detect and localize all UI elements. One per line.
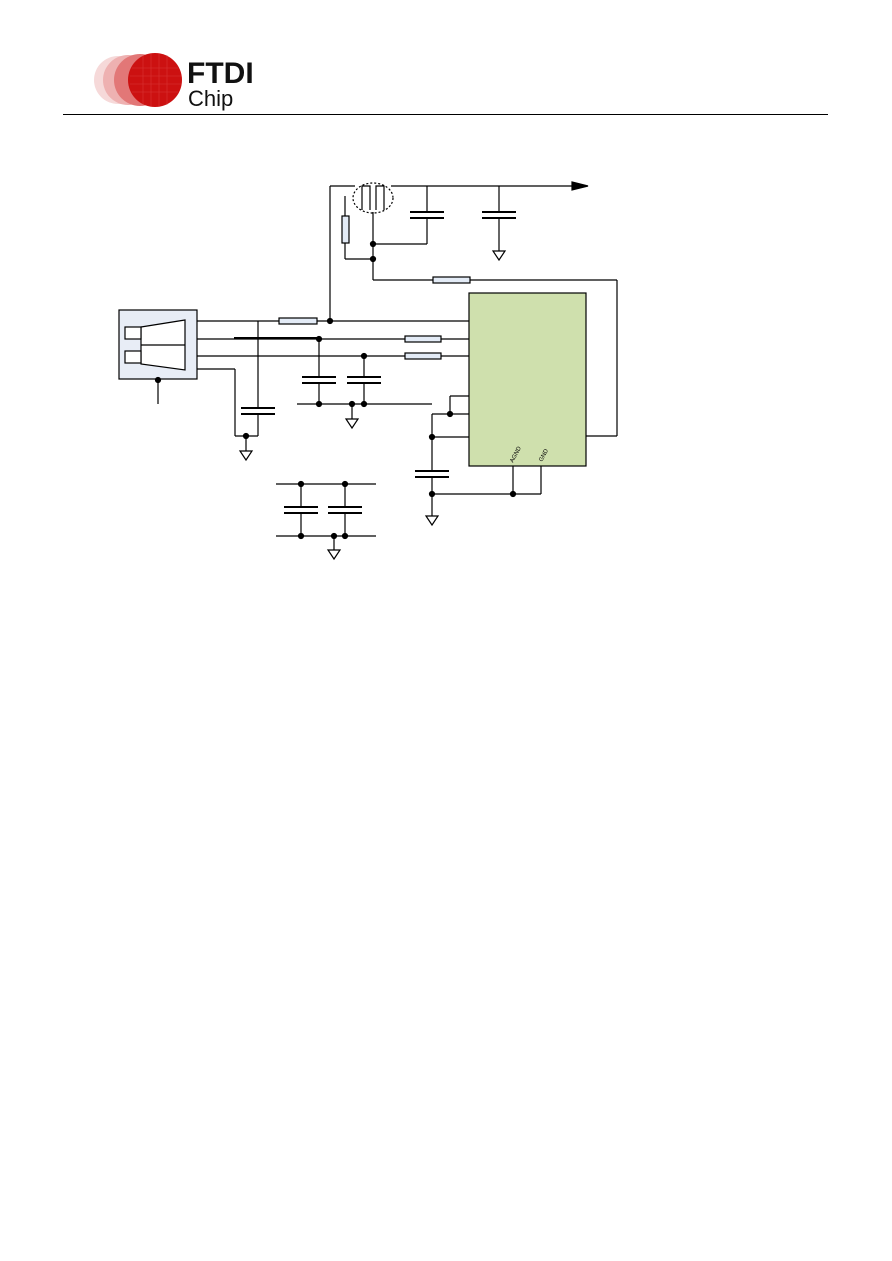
capacitor-dplus: [347, 356, 381, 404]
capacitor-dminus: [302, 339, 336, 404]
ground-symbol: [424, 515, 440, 527]
capacitor-pair: [276, 480, 376, 561]
ferrite-bead: [352, 182, 394, 214]
ground-symbol: [238, 450, 254, 462]
usb-ic: AGND GND: [468, 292, 587, 467]
resistor-pullup: [341, 215, 350, 244]
capacitor-vcc-2: [482, 186, 516, 262]
ground-symbol: [326, 549, 342, 561]
vcc-arrow: [571, 181, 589, 191]
pin-label-gnd: GND: [538, 448, 550, 463]
page-header: FTDI Chip: [63, 53, 828, 115]
ground-symbol: [344, 418, 360, 430]
usb-connector: [118, 309, 198, 404]
resistor-dplus: [404, 352, 442, 360]
capacitor-3v3: [415, 470, 449, 478]
resistor-reset: [432, 276, 471, 284]
logo-line1: FTDI: [187, 57, 254, 90]
resistor-vbus: [278, 317, 318, 325]
ftdi-chip-logo: FTDI Chip: [94, 53, 254, 111]
resistor-dminus: [404, 335, 442, 343]
capacitor-shield: [197, 321, 275, 462]
usb-schematic: AGND GND: [118, 181, 618, 561]
ground-symbol: [491, 250, 507, 262]
logo-line2: Chip: [188, 86, 233, 111]
capacitor-vcc-1: [373, 186, 444, 245]
